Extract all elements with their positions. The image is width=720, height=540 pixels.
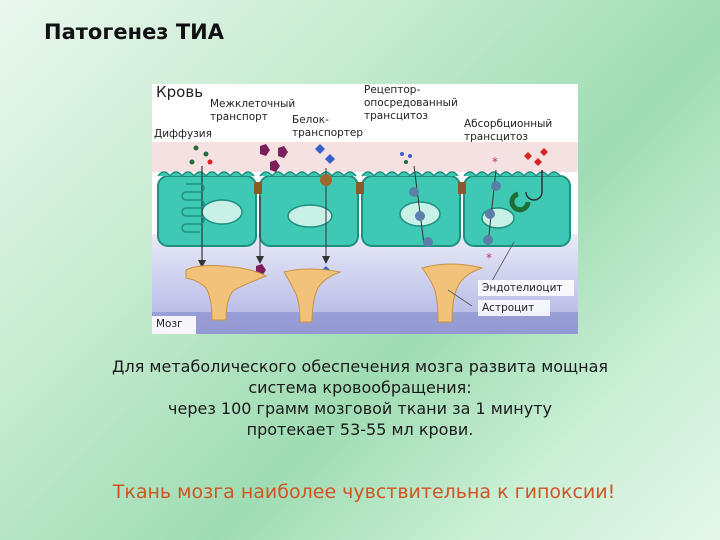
svg-text:*: * bbox=[486, 251, 492, 265]
label-diffusion: Диффузия bbox=[154, 128, 212, 140]
tight-junction-2 bbox=[356, 182, 364, 194]
endothelial-layer bbox=[157, 171, 571, 247]
svg-text:*: * bbox=[492, 155, 498, 169]
hypoxia-warning: Ткань мозга наиболее чувствительна к гип… bbox=[112, 481, 616, 503]
body-line-4: протекает 53-55 мл крови. bbox=[246, 420, 474, 439]
nucleus-1 bbox=[201, 199, 243, 225]
bbb-illustration: * * bbox=[152, 84, 578, 334]
blood-plasma bbox=[152, 142, 578, 172]
body-line-3: через 100 грамм мозговой ткани за 1 мину… bbox=[168, 399, 552, 418]
label-brain: Мозг bbox=[156, 318, 183, 330]
carrier-path bbox=[315, 144, 335, 276]
tight-junction-1 bbox=[254, 182, 262, 194]
label-endothelium: Эндотелиоцит bbox=[482, 282, 563, 294]
label-receptor: Рецептор- опосредованный трансцитоз bbox=[364, 84, 458, 122]
body-text: Для метаболического обеспечения мозга ра… bbox=[40, 356, 680, 440]
astrocyte-2 bbox=[283, 268, 342, 323]
diffusion-path bbox=[181, 145, 213, 268]
body-line-2: система кровообращения: bbox=[248, 378, 472, 397]
bbb-diagram: * * Кровь Межклеточный транспорт Диффузи… bbox=[152, 84, 578, 334]
tight-junction-3 bbox=[458, 182, 466, 194]
label-blood: Кровь bbox=[156, 84, 204, 101]
label-carrier: Белок- транспортер bbox=[292, 114, 364, 139]
microvilli bbox=[157, 171, 561, 178]
label-absorption: Абсорбционный трансцитоз bbox=[464, 118, 553, 143]
label-astrocyte: Астроцит bbox=[482, 302, 535, 314]
astrocyte-leader bbox=[447, 289, 473, 307]
label-intercellular: Межклеточный транспорт bbox=[210, 98, 296, 123]
brain-bottom bbox=[152, 312, 578, 334]
slide-title: Патогенез ТИА bbox=[44, 20, 224, 44]
nucleus-2 bbox=[287, 204, 333, 228]
receptor-path bbox=[400, 152, 433, 247]
body-line-1: Для метаболического обеспечения мозга ра… bbox=[111, 357, 609, 376]
astrocyte-1 bbox=[185, 265, 268, 321]
absorption-path: * * bbox=[483, 148, 548, 265]
